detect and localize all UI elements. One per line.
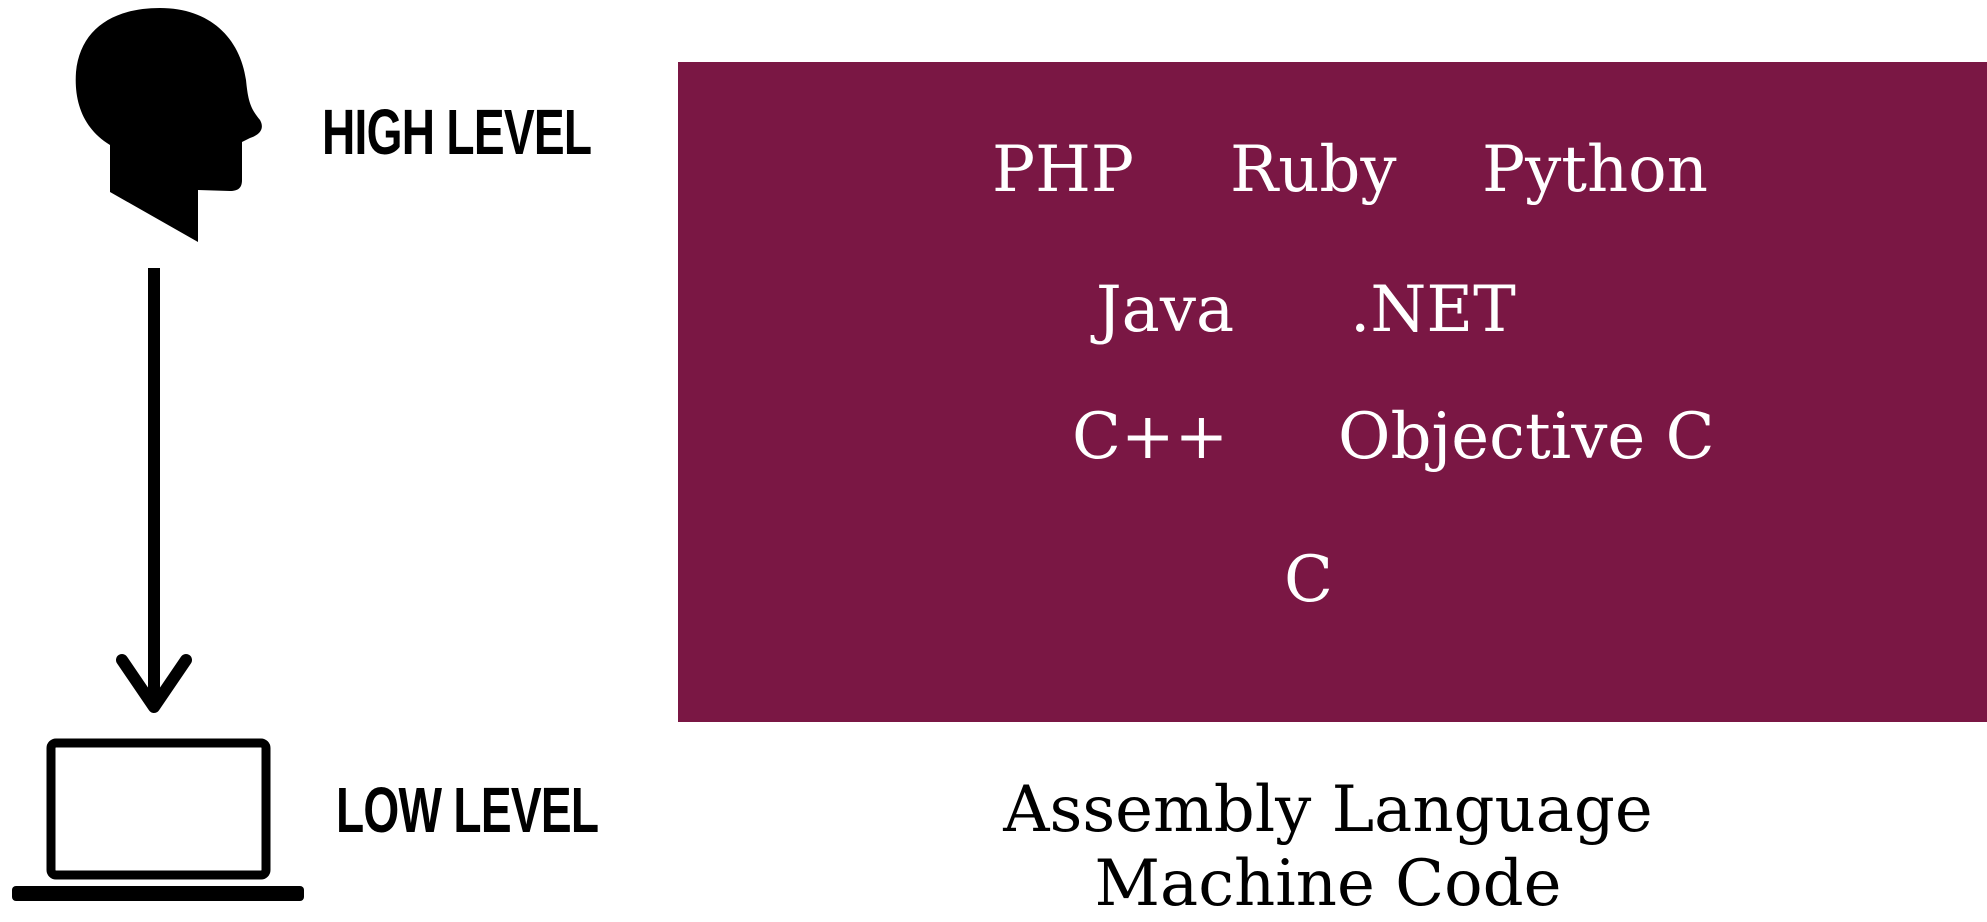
language-objective-c: Objective C xyxy=(1338,400,1715,474)
language-php: PHP xyxy=(992,133,1134,207)
language-ruby: Ruby xyxy=(1230,133,1397,207)
laptop-icon xyxy=(12,738,304,901)
low-level-label: LOW LEVEL xyxy=(336,774,599,846)
language-java: Java xyxy=(1096,273,1235,347)
human-head-icon xyxy=(75,8,262,242)
language-cpp: C++ xyxy=(1072,400,1229,474)
arrow-down-icon xyxy=(116,268,192,713)
language-c: C xyxy=(1284,543,1333,617)
language-dotnet: .NET xyxy=(1350,273,1516,347)
language-python: Python xyxy=(1482,133,1708,207)
languages-box xyxy=(678,62,1987,722)
assembly-language-label: Assembly Language xyxy=(1003,773,1653,847)
machine-code-label: Machine Code xyxy=(1094,847,1562,921)
high-level-label: HIGH LEVEL xyxy=(322,96,592,168)
